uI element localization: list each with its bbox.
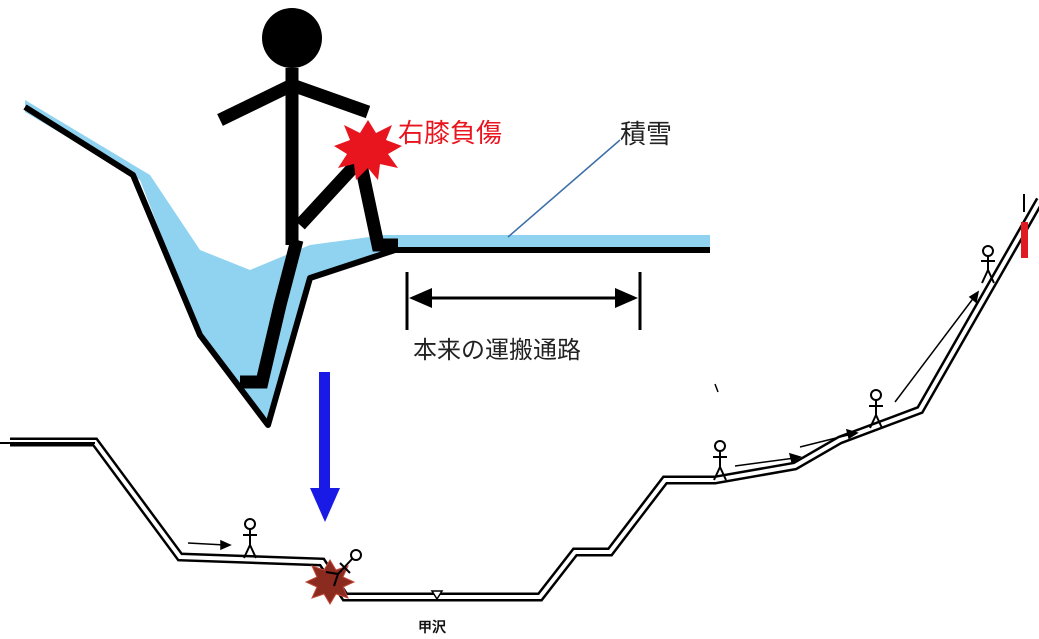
stick-figure-icon — [243, 518, 257, 559]
destination-marker — [1021, 222, 1028, 258]
injured-worker-figure — [217, 8, 398, 389]
stick-figure-icon — [981, 245, 995, 284]
stick-figure-icon — [713, 440, 727, 481]
route-dimension — [405, 272, 642, 330]
stick-figure-icon — [869, 389, 883, 429]
injury-label: 右膝負傷 — [398, 119, 502, 149]
stream-marker-icon — [430, 590, 444, 601]
accident-burst-icon — [304, 559, 356, 605]
starburst-icon — [334, 120, 402, 180]
route-profile: 甲沢 — [0, 194, 1039, 636]
snow-leader-line — [507, 139, 621, 238]
route-direction-arrows — [187, 290, 980, 551]
fallen-worker-figure — [325, 549, 362, 587]
route-label: 本来の運搬通路 — [413, 336, 581, 364]
stream-label: 甲沢 — [418, 619, 447, 636]
down-arrow-icon — [310, 372, 340, 522]
closeup-section: 積雪 本来の運搬通路 右膝負傷 — [23, 8, 710, 428]
snow-label: 積雪 — [620, 120, 672, 150]
